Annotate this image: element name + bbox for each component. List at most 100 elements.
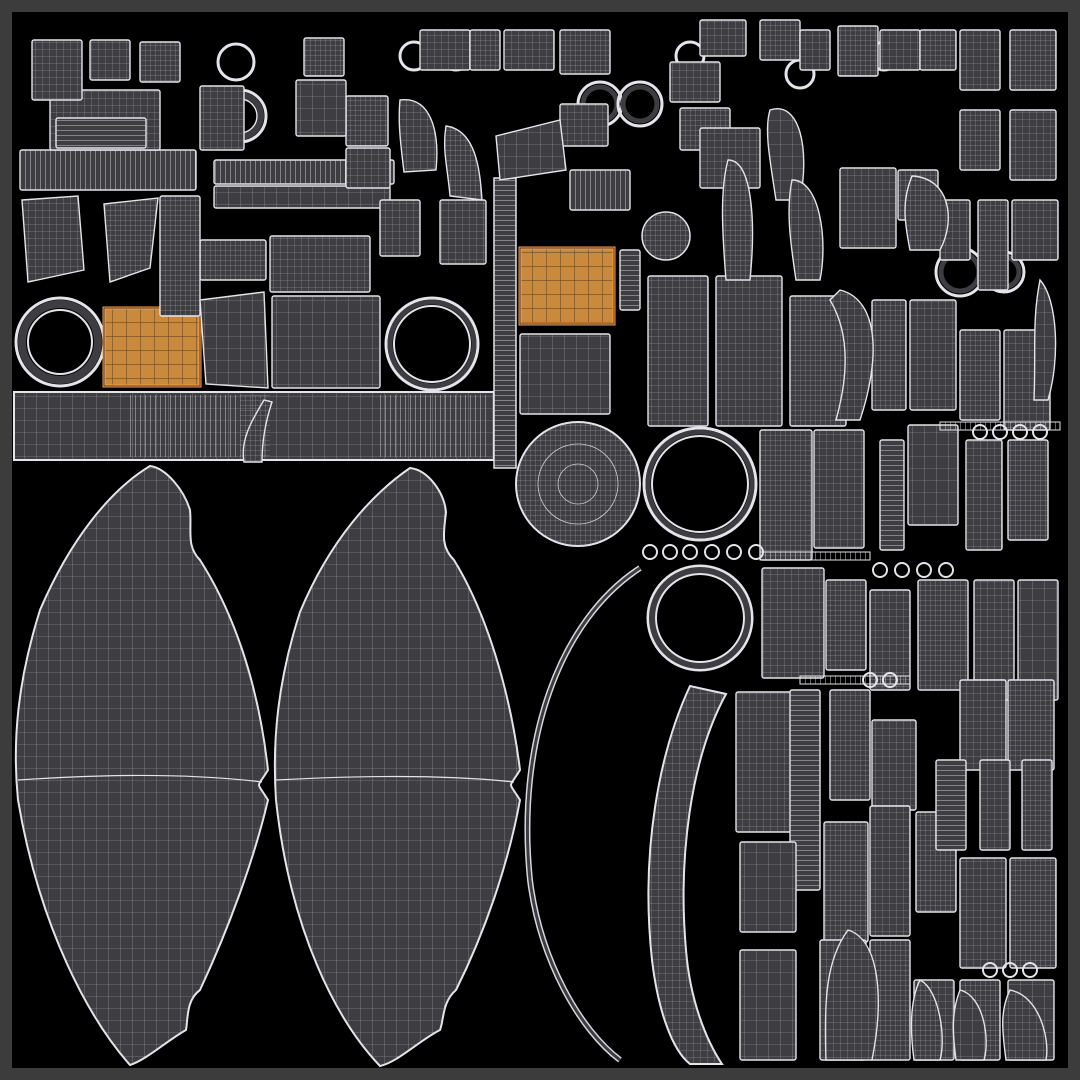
uv-island-34 bbox=[973, 579, 1015, 701]
uv-island-66 bbox=[1007, 679, 1055, 771]
uv-island-26 bbox=[907, 424, 959, 526]
uv-island-36 bbox=[735, 691, 793, 833]
uv-island-12 bbox=[295, 79, 347, 137]
uv-island-68 bbox=[979, 759, 1011, 851]
mesh-disc-2 bbox=[641, 211, 691, 261]
uv-islands bbox=[13, 19, 1061, 1068]
uv-island-79 bbox=[919, 29, 957, 71]
selected-island-2 bbox=[518, 246, 616, 326]
uv-shape-8 bbox=[766, 108, 805, 201]
uv-island-6 bbox=[271, 295, 381, 389]
uv-island-74 bbox=[699, 19, 747, 57]
uv-island-25 bbox=[813, 429, 865, 549]
uv-island-24 bbox=[759, 429, 813, 561]
uv-island-80 bbox=[159, 195, 201, 317]
thick-arc-strip bbox=[647, 684, 728, 1065]
uv-island-33 bbox=[917, 579, 969, 691]
uv-island-69 bbox=[1021, 759, 1053, 851]
uv-island-40 bbox=[739, 841, 797, 933]
uv-shape-9 bbox=[788, 179, 824, 281]
uv-island-35 bbox=[1017, 579, 1059, 701]
uv-island-45 bbox=[959, 857, 1007, 969]
uv-island-30 bbox=[761, 567, 825, 679]
uv-island-4 bbox=[55, 117, 147, 149]
uv-island-84 bbox=[31, 39, 83, 101]
uv-island-31 bbox=[825, 579, 867, 671]
uv-island-72 bbox=[503, 29, 555, 71]
uv-island-56 bbox=[1011, 199, 1059, 261]
uv-shape-1 bbox=[103, 197, 159, 283]
uv-island-28 bbox=[1007, 439, 1049, 541]
uv-island-59 bbox=[959, 29, 1001, 91]
uv-island-62 bbox=[959, 329, 1001, 421]
uv-ring-chip-7 bbox=[894, 562, 910, 578]
uv-island-21 bbox=[715, 275, 783, 427]
uv-thin-strip-a bbox=[759, 551, 871, 561]
uv-island-11 bbox=[345, 95, 389, 147]
uv-shape-5 bbox=[495, 119, 567, 181]
uv-ring-chip-9 bbox=[938, 562, 954, 578]
uv-ring-chip-0 bbox=[642, 544, 658, 560]
uv-island-41 bbox=[739, 949, 797, 1061]
uv-island-7 bbox=[199, 239, 267, 281]
uv-island-77 bbox=[837, 25, 879, 77]
uv-island-38 bbox=[829, 689, 871, 801]
shape-islands bbox=[21, 99, 1061, 1061]
uv-island-64 bbox=[871, 299, 907, 411]
uv-island-76 bbox=[799, 29, 831, 71]
uv-island-46 bbox=[1009, 857, 1057, 969]
uv-island-75 bbox=[759, 19, 801, 61]
uv-ring-chip-1 bbox=[662, 544, 678, 560]
uv-island-0 bbox=[19, 149, 197, 191]
uv-island-70 bbox=[419, 29, 471, 71]
uv-island-58 bbox=[1009, 109, 1057, 181]
uv-shape-2 bbox=[199, 291, 269, 389]
uv-island-5 bbox=[269, 235, 371, 293]
uv-shape-13 bbox=[910, 979, 943, 1061]
uv-island-22 bbox=[519, 333, 611, 415]
uv-island-61 bbox=[909, 299, 957, 411]
uv-island-67 bbox=[935, 759, 967, 851]
uv-island-10 bbox=[345, 147, 391, 189]
uv-shape-10 bbox=[721, 159, 754, 281]
uv-island-20 bbox=[647, 275, 709, 427]
uv-island-18 bbox=[699, 127, 761, 189]
uv-shape-16 bbox=[242, 399, 273, 463]
uv-island-43 bbox=[869, 805, 911, 937]
uv-shape-15 bbox=[1002, 989, 1048, 1061]
uv-shape-0 bbox=[21, 195, 85, 283]
uv-ring-chip-4 bbox=[726, 544, 742, 560]
uv-island-32 bbox=[869, 589, 911, 691]
uv-island-39 bbox=[871, 719, 917, 811]
uv-island-37 bbox=[789, 689, 821, 891]
uv-island-65 bbox=[959, 679, 1007, 771]
grid-islands bbox=[19, 19, 1059, 1061]
mesh-disc-1 bbox=[515, 421, 641, 547]
uv-ring-chip-18 bbox=[1022, 962, 1038, 978]
uv-ring-chip-2 bbox=[682, 544, 698, 560]
uv-island-15 bbox=[559, 103, 609, 147]
uv-shape-14 bbox=[952, 989, 987, 1061]
selected-island-1 bbox=[102, 306, 202, 388]
uv-island-17 bbox=[669, 61, 721, 103]
uv-island-52 bbox=[839, 167, 897, 249]
uv-island-48 bbox=[869, 939, 911, 1061]
uv-island-78 bbox=[879, 29, 921, 71]
uv-shape-11 bbox=[1033, 278, 1057, 401]
uv-island-82 bbox=[139, 41, 181, 83]
uv-island-81 bbox=[199, 85, 245, 151]
vertical-column-strip bbox=[493, 177, 517, 469]
uv-island-71 bbox=[469, 29, 501, 71]
uv-island-42 bbox=[823, 821, 869, 943]
uv-shape-12 bbox=[824, 929, 879, 1061]
uv-island-29 bbox=[879, 439, 905, 551]
uv-ring-chip-8 bbox=[916, 562, 932, 578]
uv-island-2 bbox=[213, 185, 391, 209]
uv-island-60 bbox=[1009, 29, 1057, 91]
uv-ring-chip-16 bbox=[982, 962, 998, 978]
fan-island-right bbox=[273, 466, 522, 1068]
uv-island-57 bbox=[959, 109, 1001, 171]
uv-island-83 bbox=[89, 39, 131, 81]
uv-island-73 bbox=[559, 29, 611, 75]
